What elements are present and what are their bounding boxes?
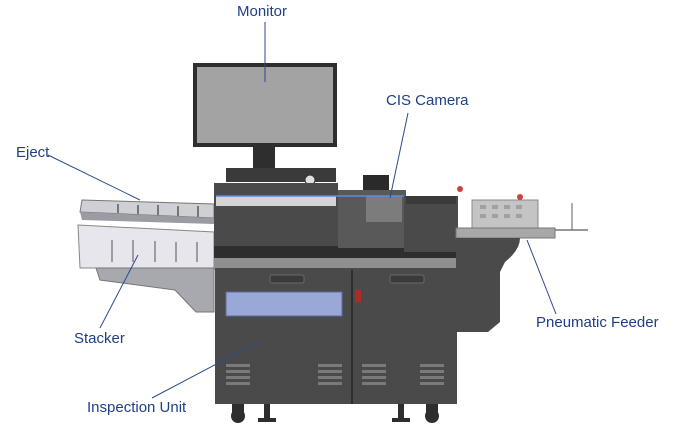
eject-leader [47,154,141,201]
label-inspection-unit: Inspection Unit [87,399,187,416]
cis-camera-module [216,175,463,252]
eject-tray [79,199,215,224]
label-eject: Eject [16,144,50,161]
label-stacker: Stacker [74,330,125,347]
head-unit [214,168,462,270]
stacker-leader [99,254,139,329]
cis-camera-leader [389,112,409,199]
inspection-unit-cabinet [215,268,457,423]
stacker-tray [77,224,215,313]
label-monitor: Monitor [237,3,288,20]
leader-lines [47,22,557,399]
label-cis-camera: CIS Camera [386,92,469,109]
pneumatic-feeder [455,194,588,332]
pneumatic-feeder-leader [526,239,557,315]
label-pneumatic-feeder: Pneumatic Feeder [536,314,659,331]
inspection-unit-leader [151,339,263,399]
